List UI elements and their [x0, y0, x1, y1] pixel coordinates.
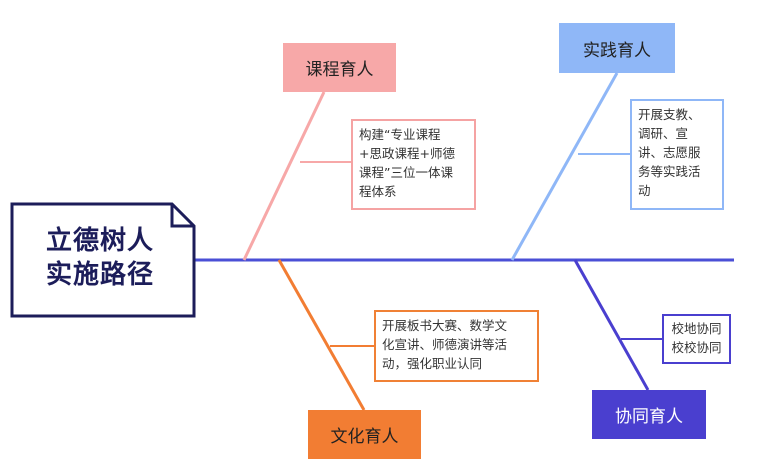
practice-detail-line-5: 动 [638, 183, 651, 198]
practice-detail-line-3: 讲、志愿服 [638, 145, 701, 160]
culture-education-detail: 开展板书大赛、数学文 化宣讲、师德演讲等活 动，强化职业认同 [374, 310, 539, 382]
course-detail-line-1: 构建“专业课程 [359, 127, 441, 142]
course-education-tag: 课程育人 [283, 43, 396, 92]
collab-branch-line [573, 259, 650, 391]
collaborative-education-tag: 协同育人 [592, 390, 706, 439]
culture-detail-line-3: 动，强化职业认同 [382, 356, 483, 371]
course-education-detail: 构建“专业课程 +思政课程+师德 课程”三位一体课 程体系 [351, 119, 476, 210]
course-branch-line [242, 91, 326, 261]
title-line-1: 立德树人 [45, 226, 154, 256]
practice-education-detail: 开展支教、 调研、宣 讲、志愿服 务等实践活 动 [630, 99, 724, 210]
collaborative-education-detail: 校地协同 校校协同 [662, 314, 731, 364]
title-line-2: 实施路径 [45, 260, 154, 290]
course-detail-line-2: +思政课程+师德 [359, 146, 455, 161]
collab-detail-line-2: 校校协同 [671, 340, 722, 355]
course-detail-line-4: 程体系 [359, 184, 397, 199]
culture-branch-line [277, 259, 366, 411]
course-detail-line-3: 课程”三位一体课 [359, 165, 453, 180]
culture-detail-line-1: 开展板书大赛、数学文 [382, 318, 508, 333]
practice-branch-line [510, 72, 619, 261]
practice-detail-line-2: 调研、宣 [638, 126, 689, 141]
culture-detail-line-2: 化宣讲、师德演讲等活 [382, 337, 508, 352]
culture-education-tag: 文化育人 [308, 410, 421, 459]
diagram-title: 立德树人 实施路径 [16, 213, 184, 303]
practice-detail-line-1: 开展支教、 [638, 107, 701, 122]
practice-education-tag: 实践育人 [559, 23, 675, 73]
practice-detail-line-4: 务等实践活 [638, 164, 701, 179]
title-card-outline [10, 202, 196, 318]
title-card-fold [170, 204, 194, 228]
collab-detail-line-1: 校地协同 [671, 321, 722, 336]
